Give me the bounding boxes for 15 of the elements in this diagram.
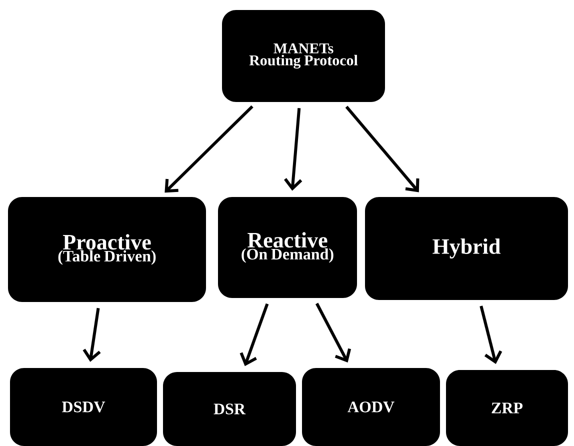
arrow [164, 105, 254, 193]
protocol-box: ZRP [446, 370, 568, 446]
arrow [315, 302, 352, 362]
protocol-box: DSDV [10, 368, 157, 446]
category-box: Hybrid [365, 197, 568, 300]
arrow [480, 306, 502, 364]
protocol-box: DSR [163, 372, 296, 446]
arrow [240, 303, 269, 366]
root-box: MANETs Routing Protocol [222, 10, 385, 102]
arrow [284, 108, 302, 191]
arrow [82, 308, 101, 362]
protocol-box: AODV [302, 368, 440, 446]
arrow [345, 106, 420, 192]
category-box: Reactive (On Demand) [218, 197, 357, 298]
category-box: Proactive (Table Driven) [8, 197, 206, 302]
